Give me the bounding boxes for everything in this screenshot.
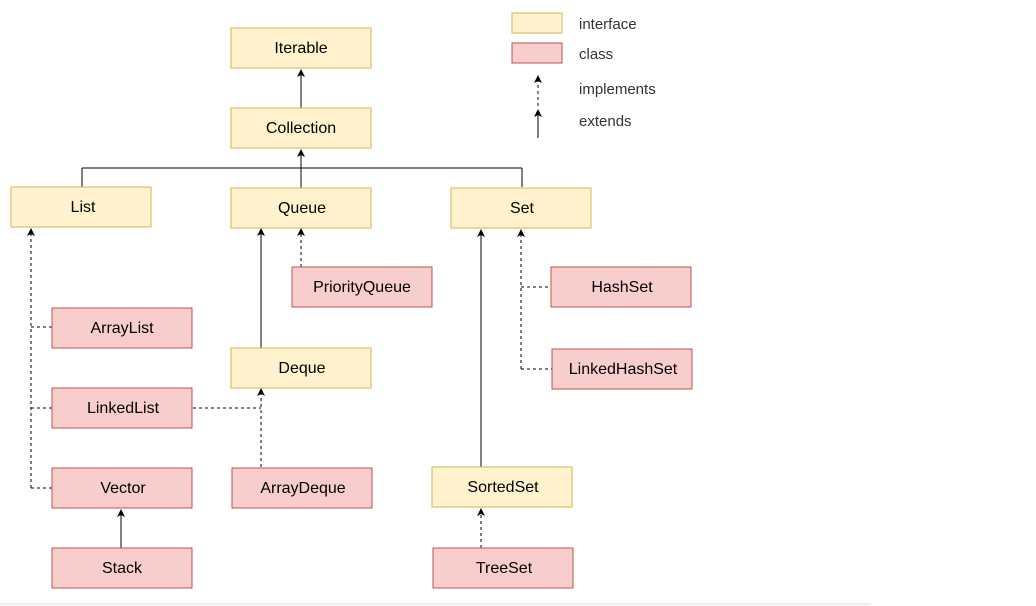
node-set-label: Set <box>510 200 535 217</box>
node-collection-label: Collection <box>266 120 336 137</box>
node-stack: Stack <box>51 547 193 589</box>
node-list-label: List <box>71 199 96 216</box>
node-linkedlist: LinkedList <box>51 387 193 429</box>
node-vector-label: Vector <box>100 480 146 497</box>
legend-interface-swatch <box>511 12 563 34</box>
node-collection: Collection <box>230 107 372 149</box>
node-arraydeque-label: ArrayDeque <box>260 480 345 497</box>
node-treeset: TreeSet <box>432 547 574 589</box>
node-queue: Queue <box>230 187 372 229</box>
node-linkedhashset: LinkedHashSet <box>551 348 693 390</box>
node-list: List <box>10 186 152 228</box>
node-iterable: Iterable <box>230 27 372 69</box>
legend-interface-label: interface <box>579 16 637 33</box>
node-set: Set <box>450 187 592 229</box>
node-hashset: HashSet <box>550 266 692 308</box>
node-arraydeque: ArrayDeque <box>231 467 373 509</box>
legend-extends-label: extends <box>579 113 632 130</box>
node-arraylist: ArrayList <box>51 307 193 349</box>
legend-class-label: class <box>579 46 613 63</box>
node-priorityqueue-label: PriorityQueue <box>313 279 411 296</box>
node-deque-label: Deque <box>278 360 325 377</box>
node-stack-label: Stack <box>102 560 143 577</box>
legend-implements-label: implements <box>579 81 656 98</box>
legend: interface class implements extends <box>511 12 656 138</box>
node-treeset-label: TreeSet <box>476 560 533 577</box>
node-sortedset-label: SortedSet <box>467 479 539 496</box>
node-sortedset: SortedSet <box>431 466 573 508</box>
node-deque: Deque <box>230 347 372 389</box>
node-linkedlist-label: LinkedList <box>87 400 160 417</box>
legend-class-swatch <box>511 42 563 64</box>
node-arraylist-label: ArrayList <box>90 320 154 337</box>
node-queue-label: Queue <box>278 200 326 217</box>
node-iterable-label: Iterable <box>274 40 327 57</box>
node-linkedhashset-label: LinkedHashSet <box>569 361 678 378</box>
node-vector: Vector <box>51 467 193 509</box>
node-priorityqueue: PriorityQueue <box>291 266 433 308</box>
node-hashset-label: HashSet <box>591 279 653 296</box>
